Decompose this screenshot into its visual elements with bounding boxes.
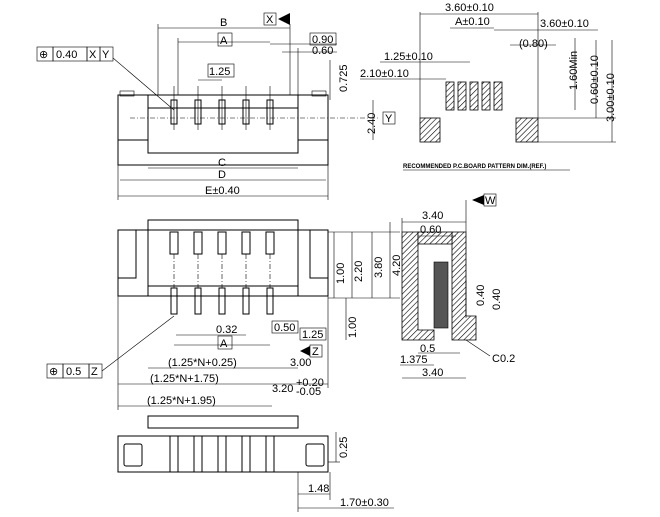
tol-symbol-top: ⊕: [39, 49, 48, 61]
dim-d: D: [218, 169, 226, 181]
dim-c: C: [218, 157, 226, 169]
front-dim-320-dn: -0.05: [296, 386, 321, 398]
pat-dim-300: 3.00±0.10: [605, 73, 617, 122]
tol-ref1-top: X: [89, 49, 97, 61]
side-left-wall: [401, 231, 435, 341]
dim-b: B: [220, 17, 227, 29]
dim-060: 0.60: [312, 45, 333, 57]
front-dim-n195: (1.25*N+1.95): [147, 395, 216, 407]
front-datum-z: Z: [312, 346, 319, 358]
front-dim-100: 1.00: [335, 263, 347, 284]
front-dim-220: 2.20: [353, 261, 365, 282]
front-dim-125: 1.25: [302, 329, 323, 341]
pattern-pad-left: [419, 117, 441, 143]
top-left-step: [117, 95, 148, 141]
front-pins: [169, 231, 275, 315]
tol-ref2-top: Y: [102, 49, 110, 61]
datum-x-box: [263, 12, 277, 26]
pat-dim-210: 2.10±0.10: [360, 68, 409, 80]
datum-y: Y: [385, 113, 393, 125]
side-view: 3.40 0.60 W 0.40 0.40 0.5 1.375 3.40 C0.…: [400, 193, 515, 379]
pattern-caption: RECOMMENDED P.C.BOARD PATTERN DIM.(REF.): [403, 164, 546, 170]
top-body-outline: [117, 94, 329, 166]
front-dim-300: 3.00: [290, 357, 311, 369]
dim-090: 0.90: [312, 34, 333, 46]
front-dim-n025: (1.25*N+0.25): [168, 357, 237, 369]
side-dim-340b: 3.40: [422, 367, 443, 379]
bottom-dim-025: 0.25: [338, 437, 350, 458]
dim-e: E±0.40: [205, 185, 240, 197]
front-dim-320-up: +0.20: [296, 377, 324, 389]
pat-dim-080: (0.80): [519, 38, 548, 50]
pat-dim-a: A±0.10: [455, 16, 490, 28]
front-left-ear: [117, 229, 137, 279]
bottom-body: [117, 435, 329, 473]
bottom-view: 0.25 1.48 1.70±0.30: [117, 415, 394, 512]
pat-dim-160: 1.60Min: [568, 51, 580, 90]
pat-dim-360a: 3.60±0.10: [445, 2, 494, 14]
front-tol-symbol: ⊕: [49, 366, 58, 378]
dim-a: A: [220, 35, 228, 47]
pat-dim-125: 1.25±0.10: [384, 51, 433, 63]
pat-dim-060: 0.60±0.10: [589, 55, 601, 104]
side-dim-05: 0.5: [420, 343, 435, 355]
bottom-dim-170: 1.70±0.30: [340, 497, 389, 509]
front-dim-420: 4.20: [391, 255, 403, 276]
front-dim-380: 3.80: [373, 257, 385, 278]
tol-leader-top: [112, 57, 175, 111]
dim-0725: 0.725: [338, 64, 350, 92]
bottom-pins: [169, 435, 275, 473]
dim-a-box: [217, 32, 233, 47]
pcb-pattern: 3.60±0.10 A±0.10 3.60±0.10 (0.80) 1.25±0…: [360, 2, 617, 171]
side-dim-c02: C0.2: [492, 353, 515, 365]
side-dim-040a: 0.40: [475, 285, 487, 306]
pattern-pad-right: [515, 117, 539, 143]
side-contact: [433, 261, 449, 329]
bottom-left-hook: [123, 443, 143, 467]
datum-y-box: [382, 111, 396, 125]
front-view: 1.00 2.20 3.80 4.20 1.00 0.32 0.50 1.25 …: [46, 219, 403, 410]
bottom-top-bar: [147, 415, 299, 429]
top-left-tab: [119, 90, 135, 97]
dim-240: 2.40: [366, 113, 378, 134]
side-right-wall: [451, 231, 477, 341]
datum-x: X: [266, 14, 274, 26]
side-datum-w: W: [485, 195, 496, 207]
bottom-dim-148: 1.48: [308, 483, 329, 495]
side-top-wall: [417, 231, 453, 245]
bottom-right-hook: [305, 443, 325, 467]
top-inner-housing: [147, 94, 299, 154]
front-housing: [147, 219, 299, 297]
front-right-ear: [309, 229, 329, 279]
top-right-step: [298, 95, 329, 141]
front-dim-050: 0.50: [274, 322, 295, 334]
top-right-tab: [311, 90, 327, 97]
front-tol-value: 0.5: [66, 366, 81, 378]
front-dim-032: 0.32: [216, 324, 237, 336]
pat-dim-360b: 3.60±0.10: [540, 18, 589, 30]
top-view: B X A 0.90 0.60 1.25 0.725 2.40 Y ⊕ 0.40: [36, 12, 396, 200]
tol-value-top: 0.40: [56, 49, 77, 61]
side-dim-1375: 1.375: [400, 354, 428, 366]
front-dim-320: 3.20: [272, 383, 293, 395]
dim-125-top: 1.25: [209, 66, 230, 78]
front-dim-100b: 1.00: [347, 317, 359, 338]
front-dim-n175: (1.25*N+1.75): [150, 373, 219, 385]
side-dim-040b: 0.40: [491, 289, 503, 310]
pattern-signal-pads: [445, 81, 503, 111]
front-tol-ref: Z: [91, 366, 98, 378]
side-dim-340: 3.40: [422, 210, 443, 222]
front-dim-a: A: [220, 338, 228, 350]
top-pins: [170, 86, 274, 130]
datum-x-arrow: [278, 13, 290, 25]
side-dim-060: 0.60: [420, 224, 441, 236]
